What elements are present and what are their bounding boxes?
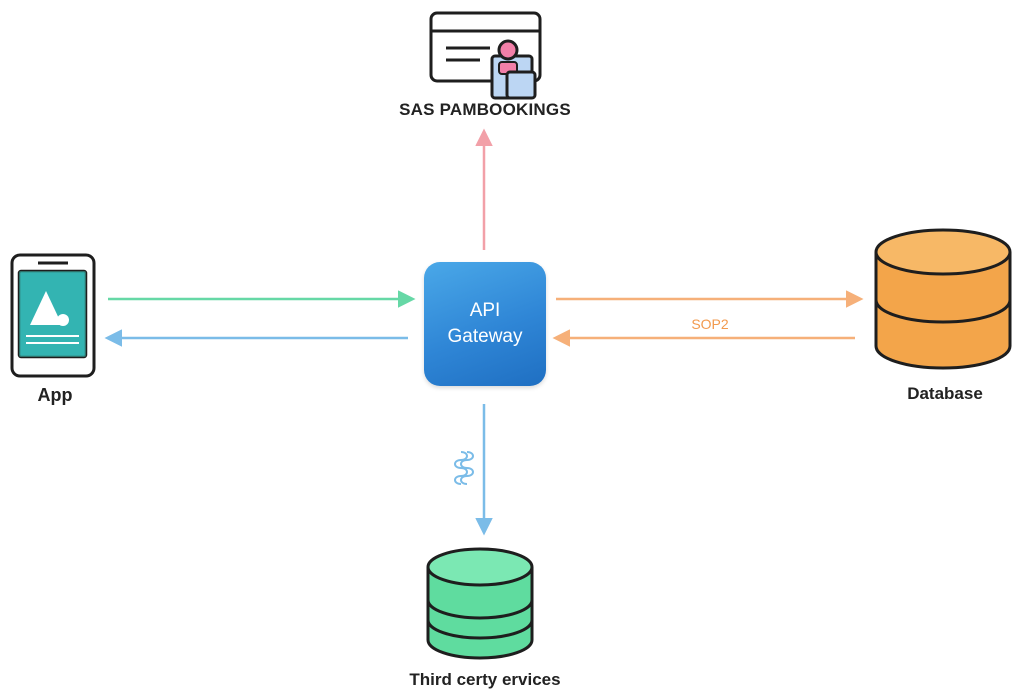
- gateway-label-line2: Gateway: [447, 326, 523, 347]
- database-icon: [874, 228, 1012, 370]
- third-party-label: Third certy ervices: [409, 670, 561, 689]
- app-label: App: [37, 385, 73, 405]
- top-service-label: SAS PAMBOOKINGS: [399, 100, 571, 119]
- wave-squiggle-icon-2: [460, 451, 474, 485]
- database-label: Database: [907, 384, 983, 403]
- api-gateway-node: API Gateway: [424, 262, 546, 386]
- credit-card-user-icon: [429, 11, 542, 100]
- third-party-database-icon: [426, 547, 534, 660]
- edge-label-database: SOP2: [691, 316, 729, 332]
- gateway-label-line1: API: [469, 300, 501, 321]
- smartphone-icon: [10, 253, 96, 378]
- wave-squiggle-icon: [454, 451, 468, 485]
